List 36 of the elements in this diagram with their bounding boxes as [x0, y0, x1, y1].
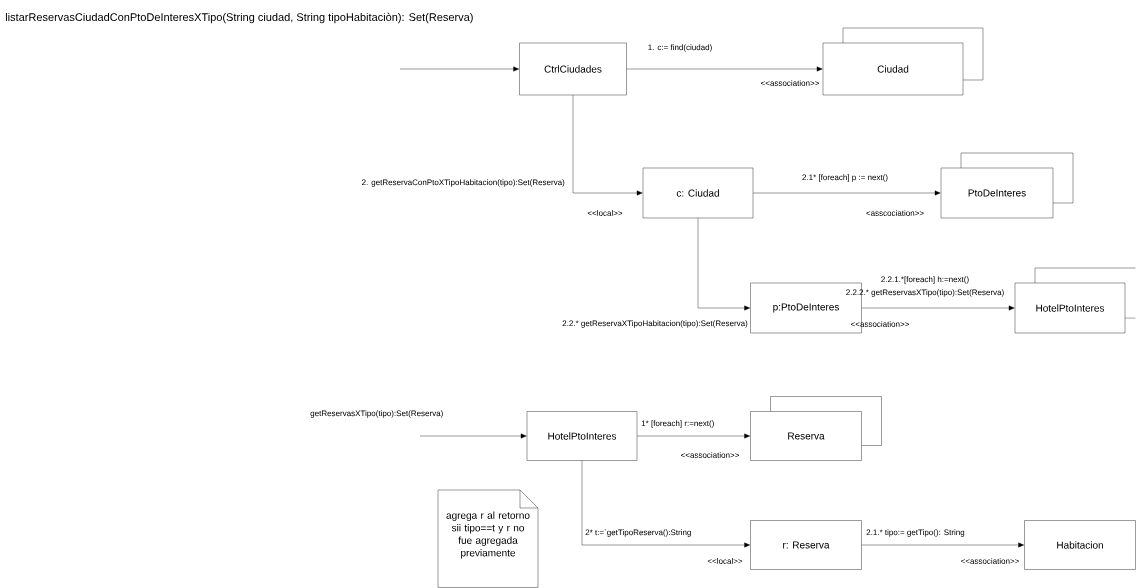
edge-label: 2.1.* tipo:= getTipo(): String — [865, 528, 966, 538]
arrow — [861, 305, 1015, 311]
multi-object-box: PtoDeInteres — [940, 152, 1074, 219]
title: listarReservasCiudadConPtoDeInteresXTipo(String ciudad, String tipoHabitaciòn): Set(Reserva) — [5, 12, 473, 24]
stereotype-label: <<association>> — [681, 452, 739, 458]
stereotype-label: <asscociation>> — [866, 210, 924, 216]
edge-label: 1* [foreach] r:=next() — [640, 419, 716, 429]
arrow — [753, 190, 941, 196]
object-box: HotelPtoInteres — [526, 411, 638, 461]
multi-object-box: Reserva — [750, 396, 882, 461]
arrow — [399, 66, 519, 72]
stereotype-label: <<local>> — [707, 558, 743, 564]
arrow — [861, 542, 1024, 548]
note: agrega r al retorno sii tipo==t y r no fue agregada previamente — [437, 489, 539, 588]
edge-label: 2.2.1.*[foreach] h:=next() — [879, 275, 971, 285]
object-box: c: Ciudad — [642, 167, 754, 219]
edge-label: 1. c:= find(ciudad) — [646, 43, 714, 53]
stereotype-label: <<local>> — [587, 210, 623, 216]
edge-label: getReservasXTipo(tipo):Set(Reserva) — [309, 409, 445, 419]
edge-label: 2* t:=`getTipoReserva():String — [584, 528, 693, 538]
object-box: Habitacion — [1024, 520, 1136, 570]
object-box: CtrlCiudades — [519, 42, 627, 96]
edge-label: 2. getReservaConPtoXTipoHabitacion(tipo):Set(Reserva) — [360, 178, 566, 188]
arrow — [637, 433, 750, 439]
arrow — [572, 95, 643, 196]
multi-object-box: HotelPtoInteres — [1014, 267, 1136, 334]
stereotype-label: <<association>> — [851, 321, 909, 327]
arrow — [697, 218, 750, 311]
multi-object-box: Ciudad — [822, 27, 984, 96]
stereotype-label: 2.2.2.* getReservasXTipo(tipo):Set(Reserva) — [846, 289, 1004, 297]
edge-label: 2.2.* getReservaXTipoHabitacion(tipo):Set(Reserva) — [561, 319, 749, 329]
arrow — [626, 66, 823, 72]
arrow — [419, 433, 527, 439]
object-box: r: Reserva — [750, 520, 862, 570]
arrow — [581, 460, 750, 548]
edge-label: 2.1* [foreach] p := next() — [801, 173, 890, 183]
